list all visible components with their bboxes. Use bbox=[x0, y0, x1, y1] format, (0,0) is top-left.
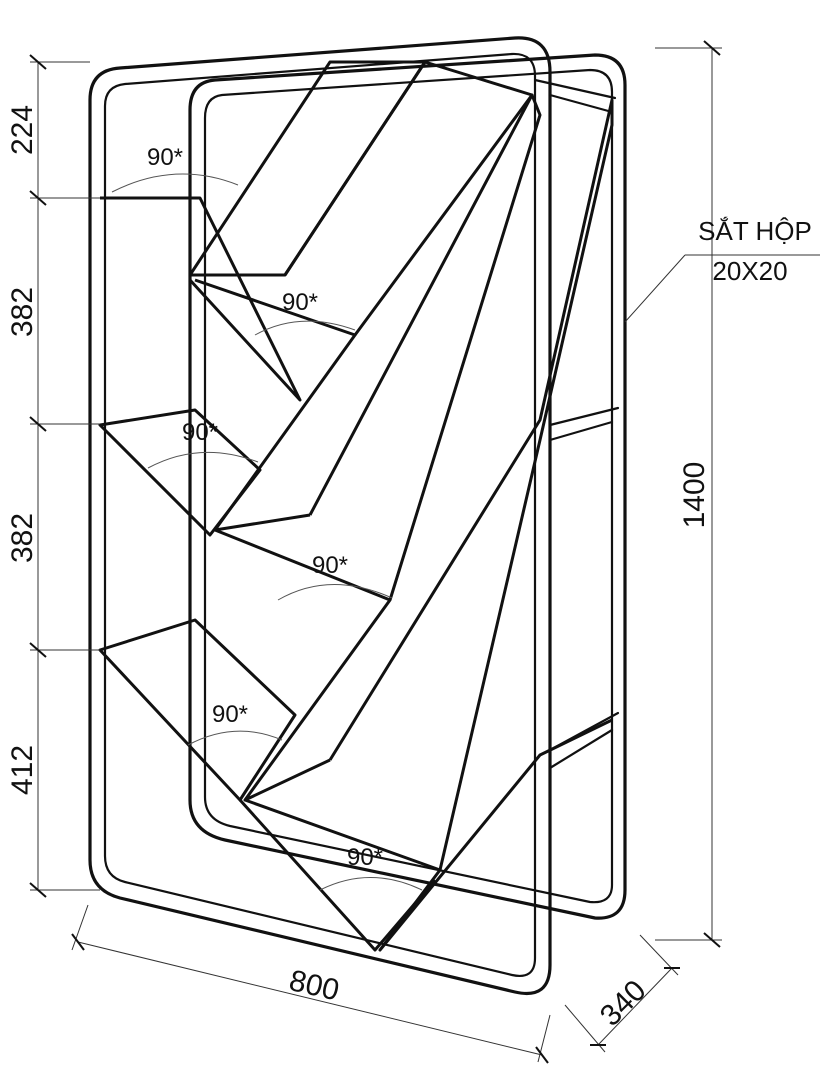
depth-dimension bbox=[564, 934, 680, 1053]
angle-label: 90* bbox=[212, 701, 248, 728]
angle-label: 90* bbox=[347, 844, 383, 871]
width-label: 800 bbox=[286, 964, 342, 1007]
material-note-line1: SẮT HỘP bbox=[698, 216, 812, 246]
height-label-top: 224 bbox=[6, 105, 39, 155]
back-frame bbox=[188, 53, 627, 920]
front-frame bbox=[88, 36, 552, 995]
angle-label: 90* bbox=[147, 144, 183, 171]
material-note-line2: 20X20 bbox=[712, 256, 787, 286]
diagonal-boards bbox=[188, 60, 614, 952]
angle-label: 90* bbox=[312, 552, 348, 579]
height-label-third: 382 bbox=[6, 513, 39, 563]
height-label-bottom: 412 bbox=[6, 745, 39, 795]
width-dimension bbox=[71, 904, 551, 1064]
angle-label: 90* bbox=[282, 289, 318, 316]
height-dimension-chain bbox=[29, 54, 100, 898]
angle-arcs bbox=[111, 173, 423, 891]
side-rails bbox=[533, 78, 620, 770]
height-label-second: 382 bbox=[6, 287, 39, 337]
left-shelves bbox=[98, 196, 437, 952]
material-leader bbox=[624, 254, 820, 323]
total-height-dimension bbox=[655, 40, 722, 948]
total-height-label: 1400 bbox=[678, 462, 711, 529]
depth-label: 340 bbox=[594, 974, 653, 1033]
angle-label: 90* bbox=[182, 419, 218, 446]
